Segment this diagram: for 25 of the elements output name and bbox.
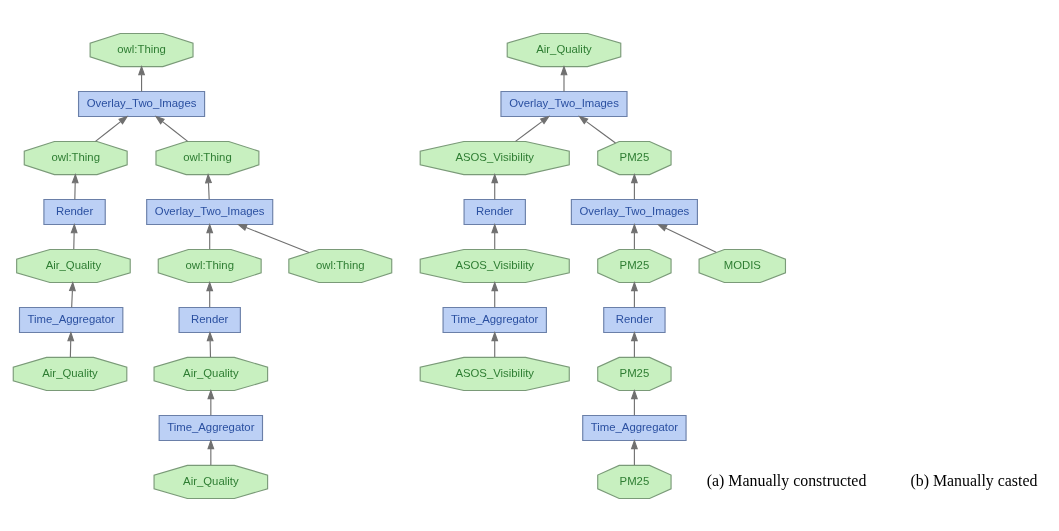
node-box: Render xyxy=(463,198,526,225)
label: (a) Manually constructed xyxy=(706,471,867,489)
node-box: Render xyxy=(603,306,666,333)
node-box: Overlay_Two_Images xyxy=(570,198,698,225)
node-box: Time_Aggregator xyxy=(582,414,687,441)
arrow xyxy=(236,223,310,253)
arrow xyxy=(68,280,76,308)
arrow xyxy=(578,115,617,144)
node-box: Render xyxy=(178,306,241,333)
arrow xyxy=(560,64,568,92)
arrow xyxy=(656,223,717,253)
arrow xyxy=(70,222,78,250)
node-box: Time_Aggregator xyxy=(18,306,124,333)
arrow xyxy=(71,172,79,200)
arrow xyxy=(154,115,189,142)
node-box: Overlay_Two_Images xyxy=(78,90,206,117)
label: (b) Manually casted xyxy=(910,471,1038,489)
arrow xyxy=(94,115,129,142)
node-box: Overlay_Two_Images xyxy=(146,198,274,225)
arrow xyxy=(204,172,213,200)
node-box: Overlay_Two_Images xyxy=(500,90,628,117)
node-box: Render xyxy=(43,198,106,225)
node-box: Time_Aggregator xyxy=(158,414,264,441)
node-box: Time_Aggregator xyxy=(442,306,547,333)
arrow xyxy=(514,115,551,142)
